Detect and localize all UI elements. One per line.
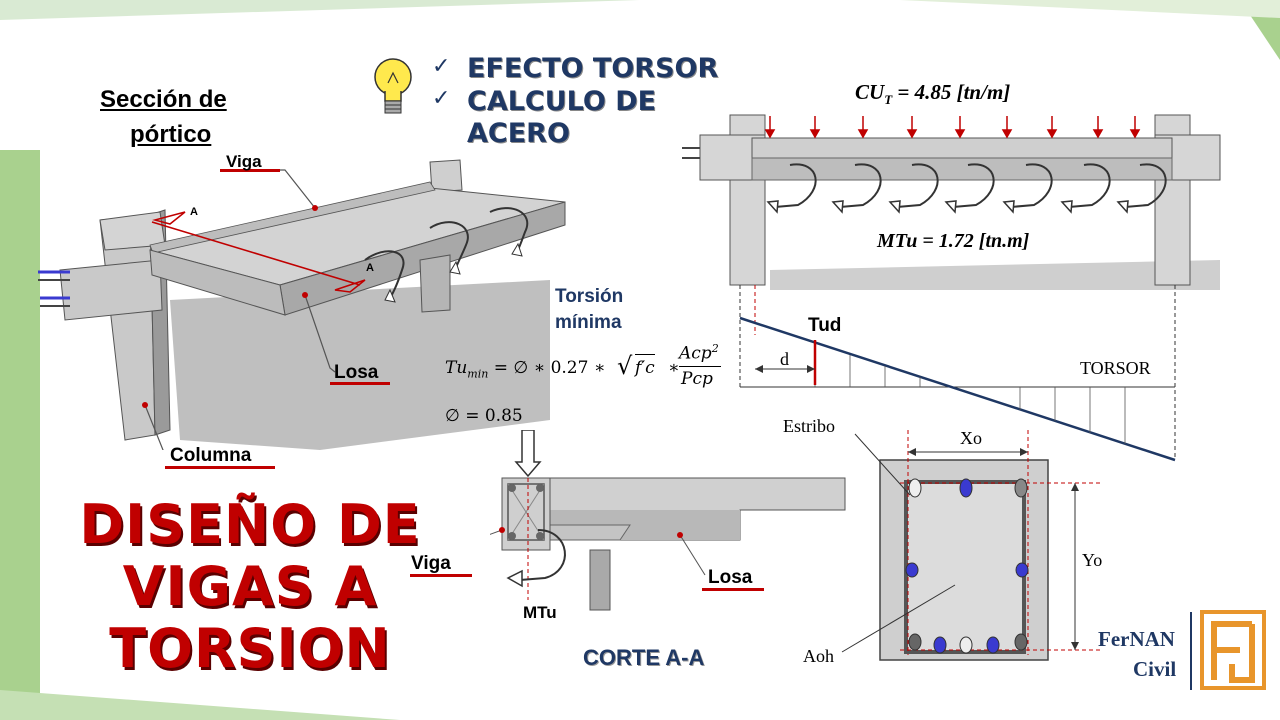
frame-losa-label: Losa bbox=[334, 362, 379, 383]
section-losa-underline bbox=[702, 588, 764, 591]
frame-viga-label: Viga bbox=[226, 152, 262, 171]
torsor-diagram bbox=[739, 285, 1176, 462]
load-label: CUT = 4.85 [tn/m] bbox=[855, 80, 1011, 108]
section-viga-label: Viga bbox=[411, 553, 451, 574]
checklist-item-1: EFECTO TORSOR bbox=[467, 53, 719, 84]
brand-line1: FerNAN bbox=[1098, 627, 1175, 651]
cut-a-label-bottom: A bbox=[366, 262, 374, 274]
brand-logo-icon bbox=[1200, 610, 1266, 690]
columna-label-underline bbox=[165, 466, 275, 469]
brand-divider bbox=[1190, 612, 1192, 690]
cut-a-label-top: A bbox=[190, 206, 198, 218]
losa-label-underline bbox=[330, 382, 390, 385]
lightbulb-icon bbox=[374, 58, 412, 114]
check-icon-2: ✓ bbox=[432, 86, 451, 111]
title-line3: TORSION bbox=[109, 617, 391, 680]
section-title-line2: pórtico bbox=[130, 121, 212, 148]
section-title-line1: Sección de bbox=[100, 86, 227, 113]
brand-line2: Civil bbox=[1133, 657, 1177, 681]
d-label: d bbox=[780, 349, 789, 369]
stirrup-detail-drawing bbox=[841, 430, 1100, 661]
check-icon-1: ✓ bbox=[432, 54, 451, 79]
section-losa-label: Losa bbox=[708, 567, 753, 588]
checklist-item-2: CALCULO DE bbox=[467, 86, 657, 117]
viga-label-underline bbox=[220, 169, 280, 172]
elevation-frame-drawing bbox=[682, 114, 1221, 290]
phi-value: ∅ = 0.85 bbox=[445, 406, 523, 426]
torsion-min-heading-1: Torsión bbox=[555, 286, 624, 307]
frame-3d-drawing bbox=[38, 159, 566, 450]
frame-columna-label: Columna bbox=[170, 445, 252, 466]
corte-label: CORTE A-A bbox=[583, 645, 705, 670]
torsion-min-heading-2: mínima bbox=[555, 312, 622, 333]
section-viga-underline bbox=[410, 574, 472, 577]
xo-label: Xo bbox=[960, 428, 982, 448]
torsor-label: TORSOR bbox=[1080, 358, 1151, 378]
checklist-item-3: ACERO bbox=[467, 118, 570, 149]
section-mtu-label: MTu bbox=[523, 603, 557, 622]
tud-label: Tud bbox=[808, 315, 842, 336]
title-line2: VIGAS A bbox=[122, 555, 378, 618]
moment-label: MTu = 1.72 [tn.m] bbox=[877, 230, 1030, 252]
section-aa-drawing bbox=[490, 430, 846, 611]
title-line1: DISEÑO DE bbox=[79, 493, 421, 556]
yo-label: Yo bbox=[1082, 550, 1103, 570]
aoh-label: Aoh bbox=[803, 646, 834, 666]
estribo-label: Estribo bbox=[783, 416, 835, 436]
